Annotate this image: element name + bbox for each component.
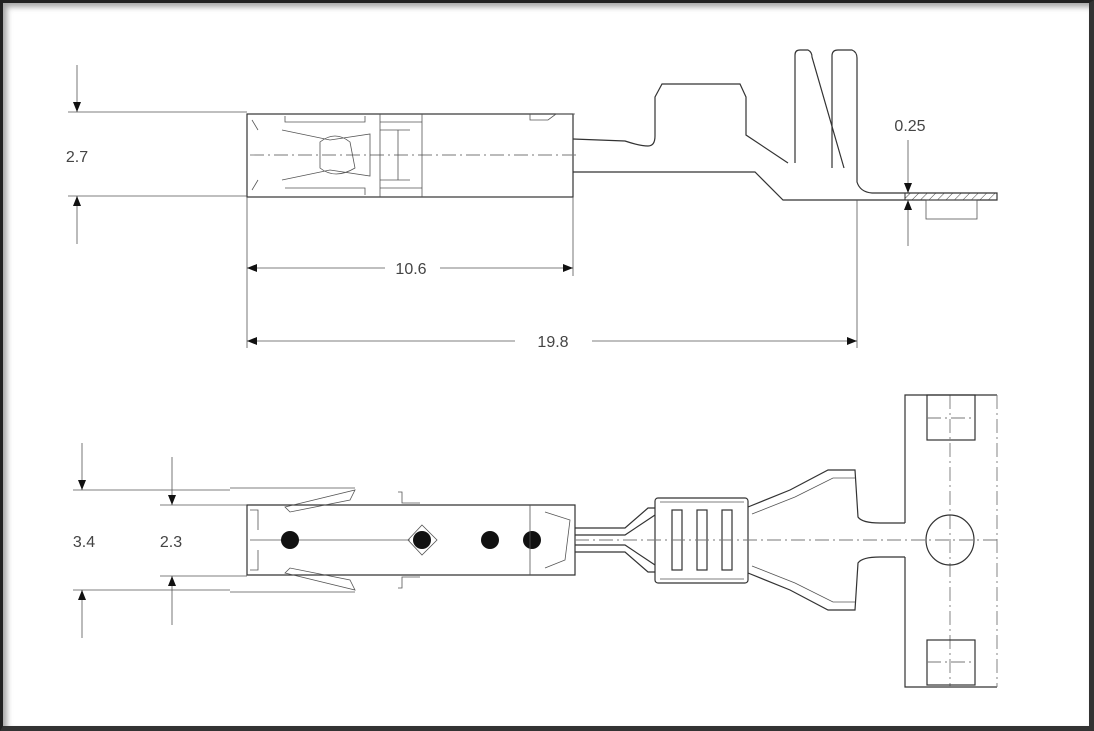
dim-label-0.25: 0.25	[894, 118, 925, 135]
dimension-total-length: 19.8	[247, 200, 858, 351]
dot	[481, 531, 499, 549]
dimension-height: 2.7	[66, 65, 247, 244]
dimension-inner-width: 2.3	[160, 457, 247, 625]
bottom-view-terminal	[230, 394, 1000, 688]
top-view-terminal	[246, 49, 998, 220]
dimension-contact-length: 10.6	[246, 197, 574, 348]
dim-label-3.4: 3.4	[73, 534, 95, 551]
dim-label-10.6: 10.6	[395, 261, 426, 278]
dimension-thickness: 0.25	[894, 118, 926, 246]
dot	[413, 531, 431, 549]
dim-label-2.7: 2.7	[66, 149, 88, 166]
dim-label-2.3: 2.3	[160, 534, 182, 551]
dot	[523, 531, 541, 549]
dimension-outer-width: 3.4	[73, 443, 230, 638]
dot	[281, 531, 299, 549]
dim-label-19.8: 19.8	[537, 334, 568, 351]
